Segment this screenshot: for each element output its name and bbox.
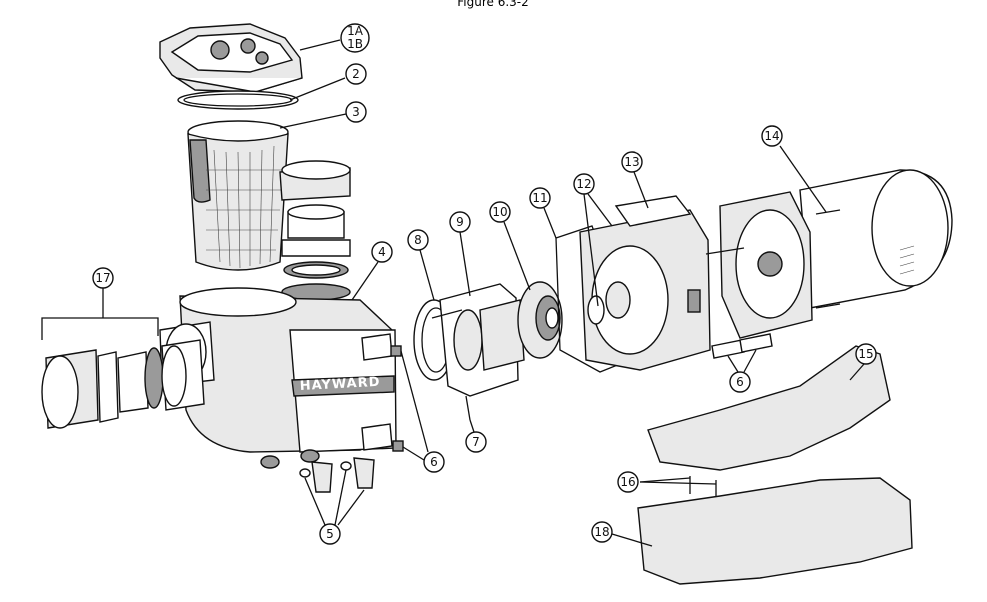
svg-text:6: 6 bbox=[430, 455, 438, 469]
seal-plate bbox=[579, 195, 711, 371]
callout-8: 8 bbox=[407, 229, 435, 301]
callout-4: 4 bbox=[351, 241, 393, 301]
svg-text:7: 7 bbox=[472, 435, 480, 449]
strainer-basket bbox=[187, 120, 289, 271]
impeller bbox=[517, 281, 563, 359]
svg-text:12: 12 bbox=[576, 177, 591, 191]
callout-15: 15 bbox=[849, 343, 877, 381]
svg-text:1A: 1A bbox=[347, 24, 364, 38]
callout-6-motor: 6 bbox=[727, 349, 757, 393]
figure-title: Figure 6.3-2 bbox=[457, 0, 529, 9]
svg-text:15: 15 bbox=[858, 347, 873, 361]
nut-upper bbox=[390, 345, 402, 357]
callout-7: 7 bbox=[465, 419, 487, 453]
drain-plugs bbox=[299, 457, 375, 493]
diffuser bbox=[431, 283, 525, 421]
svg-text:11: 11 bbox=[532, 191, 547, 205]
callout-9: 9 bbox=[449, 211, 471, 297]
svg-text:5: 5 bbox=[326, 527, 334, 541]
svg-text:3: 3 bbox=[352, 105, 360, 119]
callout-5: 5 bbox=[304, 469, 365, 545]
callout-18: 18 bbox=[591, 521, 653, 547]
nut-lower bbox=[392, 440, 404, 452]
pump-base bbox=[637, 477, 913, 585]
svg-text:8: 8 bbox=[414, 233, 422, 247]
union-fittings-stack bbox=[279, 160, 351, 301]
callout-13: 13 bbox=[621, 151, 649, 209]
callout-14: 14 bbox=[761, 125, 827, 213]
callout-2: 2 bbox=[289, 63, 367, 101]
motor bbox=[705, 169, 953, 339]
svg-text:17: 17 bbox=[95, 271, 110, 285]
strainer-lid bbox=[159, 23, 303, 93]
support-screws bbox=[689, 476, 717, 500]
svg-text:10: 10 bbox=[492, 205, 507, 219]
svg-text:4: 4 bbox=[378, 245, 386, 259]
svg-text:2: 2 bbox=[352, 67, 360, 81]
svg-text:9: 9 bbox=[456, 215, 464, 229]
callout-17: 17 bbox=[41, 267, 159, 340]
motor-support bbox=[647, 345, 891, 471]
svg-text:1B: 1B bbox=[347, 37, 363, 51]
callout-16: 16 bbox=[617, 471, 717, 493]
svg-text:16: 16 bbox=[620, 475, 635, 489]
callout-1a-1b: 1A 1B bbox=[299, 23, 370, 53]
svg-text:14: 14 bbox=[764, 129, 779, 143]
svg-text:6: 6 bbox=[736, 375, 744, 389]
callout-3: 3 bbox=[279, 101, 367, 129]
motor-bolts bbox=[711, 333, 773, 359]
svg-text:18: 18 bbox=[594, 525, 609, 539]
brand-logo: HAYWARD bbox=[299, 375, 380, 394]
union-assembly bbox=[41, 339, 205, 429]
callout-11: 11 bbox=[529, 187, 557, 239]
callout-10: 10 bbox=[489, 201, 531, 291]
callout-6-lower: 6 bbox=[400, 350, 445, 473]
svg-text:13: 13 bbox=[624, 155, 639, 169]
callout-12: 12 bbox=[573, 173, 613, 307]
